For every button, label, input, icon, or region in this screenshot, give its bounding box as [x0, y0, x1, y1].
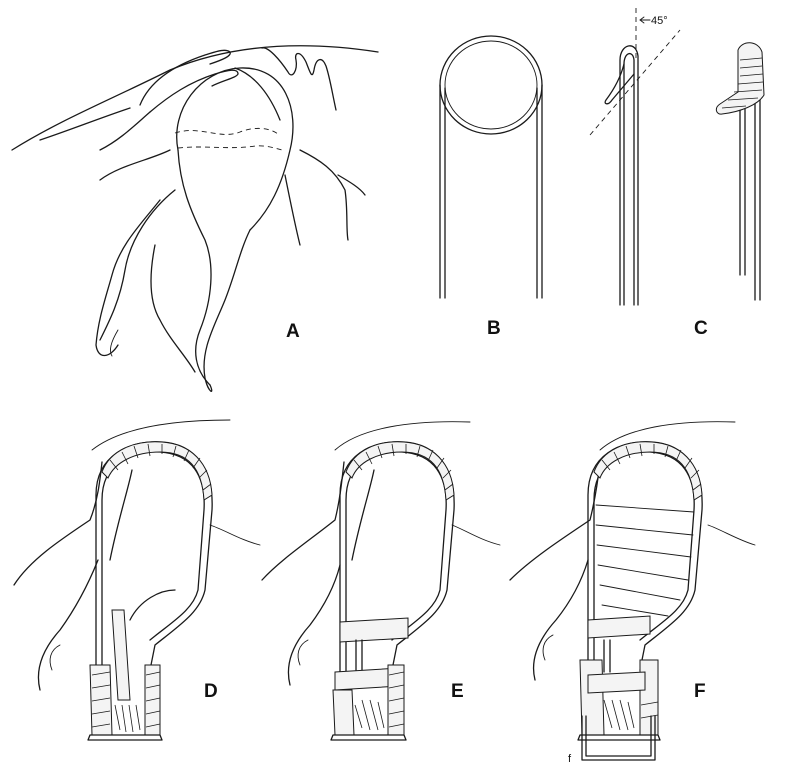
panel-label-e: E [451, 681, 464, 702]
panel-label-b: B [487, 318, 501, 339]
panel-b-illustration [440, 36, 542, 298]
panel-label-c: C [694, 318, 708, 339]
angle-label: 45° [651, 15, 668, 27]
panel-e-illustration [262, 422, 500, 740]
panel-a-illustration [12, 46, 378, 392]
panel-label-f: F [694, 681, 706, 702]
sub-label-f: f [568, 753, 572, 765]
panel-label-a: A [286, 321, 300, 342]
panel-d-illustration [14, 420, 260, 740]
panel-label-d: D [204, 681, 218, 702]
panel-c-illustration [590, 8, 764, 305]
panel-f-illustration [510, 422, 755, 760]
